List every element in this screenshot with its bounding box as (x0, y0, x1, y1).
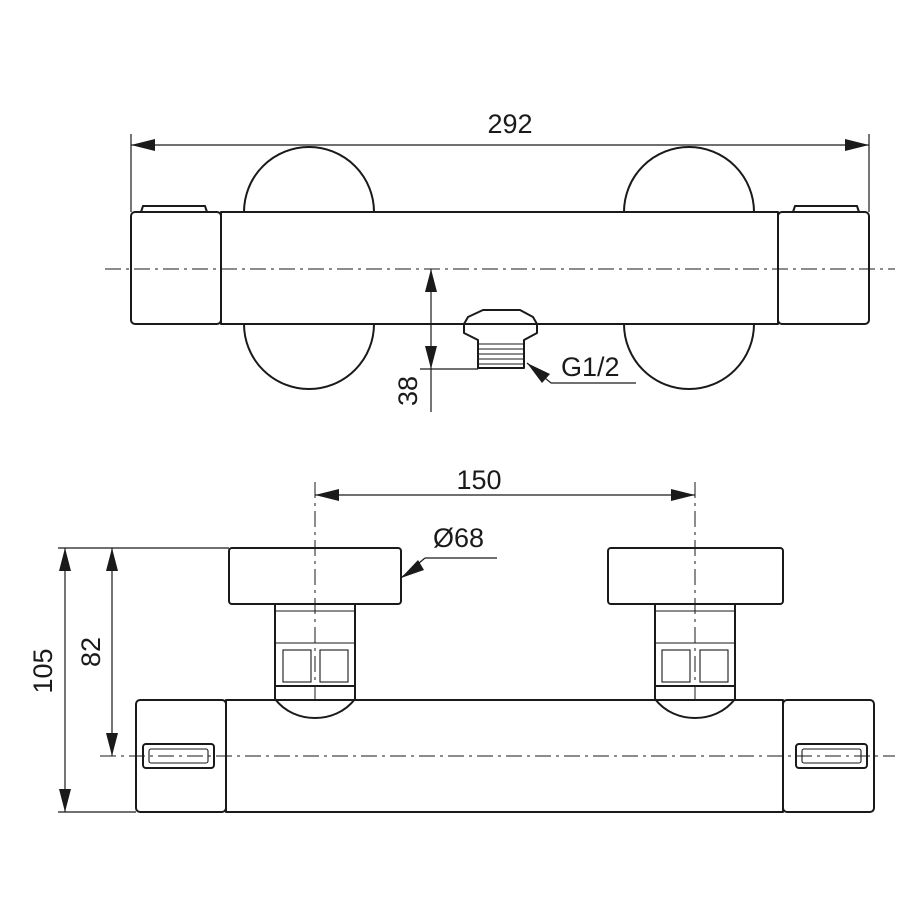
front-view: 150 Ø68 105 82 (28, 465, 895, 813)
front-left-grip-outer (142, 743, 215, 769)
front-right-stem (654, 603, 736, 687)
front-left-stem (274, 603, 356, 687)
front-left-nut-flat-1 (282, 649, 312, 683)
outlet-thread (478, 343, 524, 365)
spacing-arrow-left (315, 489, 339, 501)
centerline-height-label: 82 (76, 637, 106, 667)
overall-width-label: 292 (487, 109, 532, 139)
connection-spacing-label: 150 (456, 465, 501, 495)
top-right-end-cap (777, 211, 870, 325)
outlet-nipple-outline (463, 324, 538, 369)
thread-size-label: G1/2 (561, 352, 620, 382)
outlet-nut (463, 309, 538, 325)
overall-height-label: 105 (28, 648, 58, 693)
top-left-end-cap (130, 211, 222, 325)
top-left-wall-disc (243, 146, 375, 390)
diameter-leader-arrow (401, 560, 424, 578)
offset-arrow-down (425, 346, 437, 369)
top-right-grip (792, 205, 860, 213)
overall-height-arrow-top (59, 548, 71, 571)
top-right-wall-disc (623, 146, 755, 390)
outlet-offset-label: 38 (393, 376, 423, 406)
top-left-grip (140, 205, 208, 213)
front-right-flange (654, 685, 736, 719)
front-right-nut-flat-1 (661, 649, 691, 683)
front-left-flange (274, 685, 356, 719)
handle-diameter-label: Ø68 (433, 523, 484, 553)
spacing-arrow-right (671, 489, 695, 501)
front-right-nut-flat-2 (699, 649, 729, 683)
centerline-height-arrow-top (106, 548, 118, 571)
width-arrow-left (131, 139, 155, 151)
centerline-height-arrow-bottom (106, 733, 118, 756)
overall-height-arrow-bottom (59, 789, 71, 812)
offset-arrow-up (425, 269, 437, 292)
top-view: 292 38 G1/2 (105, 109, 895, 412)
thread-leader-arrow (527, 363, 550, 383)
top-main-body (220, 211, 779, 325)
front-left-nut-flat-2 (319, 649, 349, 683)
width-arrow-right (845, 139, 869, 151)
